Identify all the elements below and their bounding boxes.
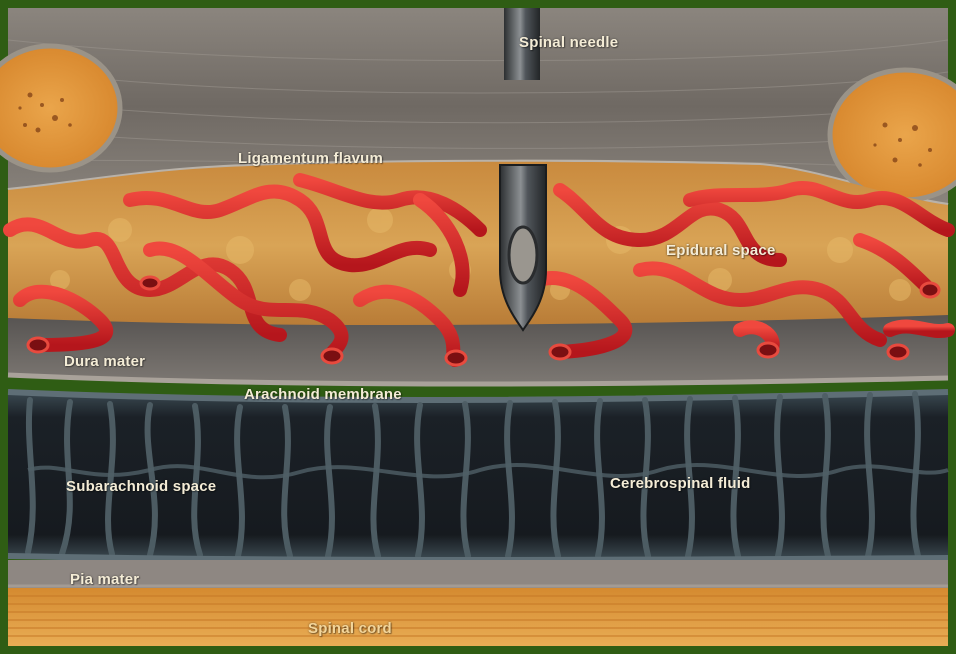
label-spinal-cord: Spinal cord xyxy=(308,620,392,637)
label-dura-mater: Dura mater xyxy=(64,353,145,370)
label-epidural-space: Epidural space xyxy=(666,242,776,259)
label-pia-mater: Pia mater xyxy=(70,571,139,588)
dura-mater-layer xyxy=(8,315,948,384)
label-arachnoid-membrane: Arachnoid membrane xyxy=(244,386,402,403)
subarachnoid-space-layer xyxy=(8,392,948,560)
spinal-needle xyxy=(500,8,546,330)
spinal-cord-layer xyxy=(8,588,948,646)
vertebral-bone-left xyxy=(0,46,120,170)
pia-mater-layer xyxy=(8,560,948,588)
label-cerebrospinal-fluid: Cerebrospinal fluid xyxy=(610,475,751,492)
label-ligamentum-flavum: Ligamentum flavum xyxy=(238,150,383,167)
label-spinal-needle: Spinal needle xyxy=(519,34,618,51)
label-subarachnoid-space: Subarachnoid space xyxy=(66,478,216,495)
vertebral-bone-right xyxy=(830,70,956,200)
